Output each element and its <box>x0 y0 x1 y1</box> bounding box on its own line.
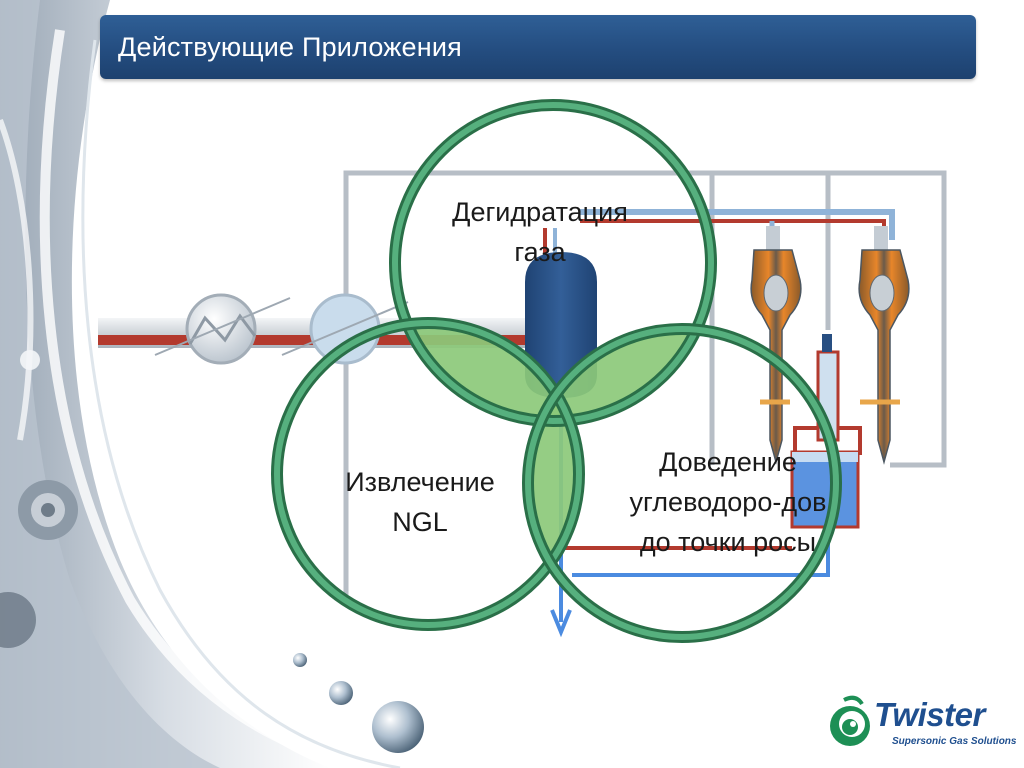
label-ngl-line-1: Извлечение <box>345 467 495 497</box>
label-dewpoint-line-1: Доведение <box>659 447 797 477</box>
twister-tube-right <box>858 226 910 465</box>
logo-name: Twister <box>874 696 985 733</box>
label-dewpoint-line-3: до точки росы <box>639 527 817 557</box>
label-dehydration-line-1: Дегидратация <box>452 197 628 227</box>
label-dewpoint: Доведение углеводоро-дов до точки росы <box>608 442 848 562</box>
label-ngl-line-2: NGL <box>392 507 448 537</box>
cooler-icon <box>281 293 409 365</box>
title-bar: Действующие Приложения <box>100 15 976 79</box>
page-title: Действующие Приложения <box>118 32 462 62</box>
label-dewpoint-line-2: углеводоро-дов <box>629 487 827 517</box>
label-ngl: Извлечение NGL <box>320 462 520 542</box>
twister-logo: Twister Supersonic Gas Solutions <box>826 694 1016 754</box>
label-dehydration-line-2: газа <box>514 237 566 267</box>
application-rings <box>271 99 842 643</box>
heat-exchanger-icon <box>154 293 291 365</box>
label-dehydration: Дегидратация газа <box>430 192 650 272</box>
logo-tagline: Supersonic Gas Solutions <box>892 736 1017 747</box>
twister-swirl-icon <box>830 695 870 746</box>
frame-lines <box>343 170 947 595</box>
